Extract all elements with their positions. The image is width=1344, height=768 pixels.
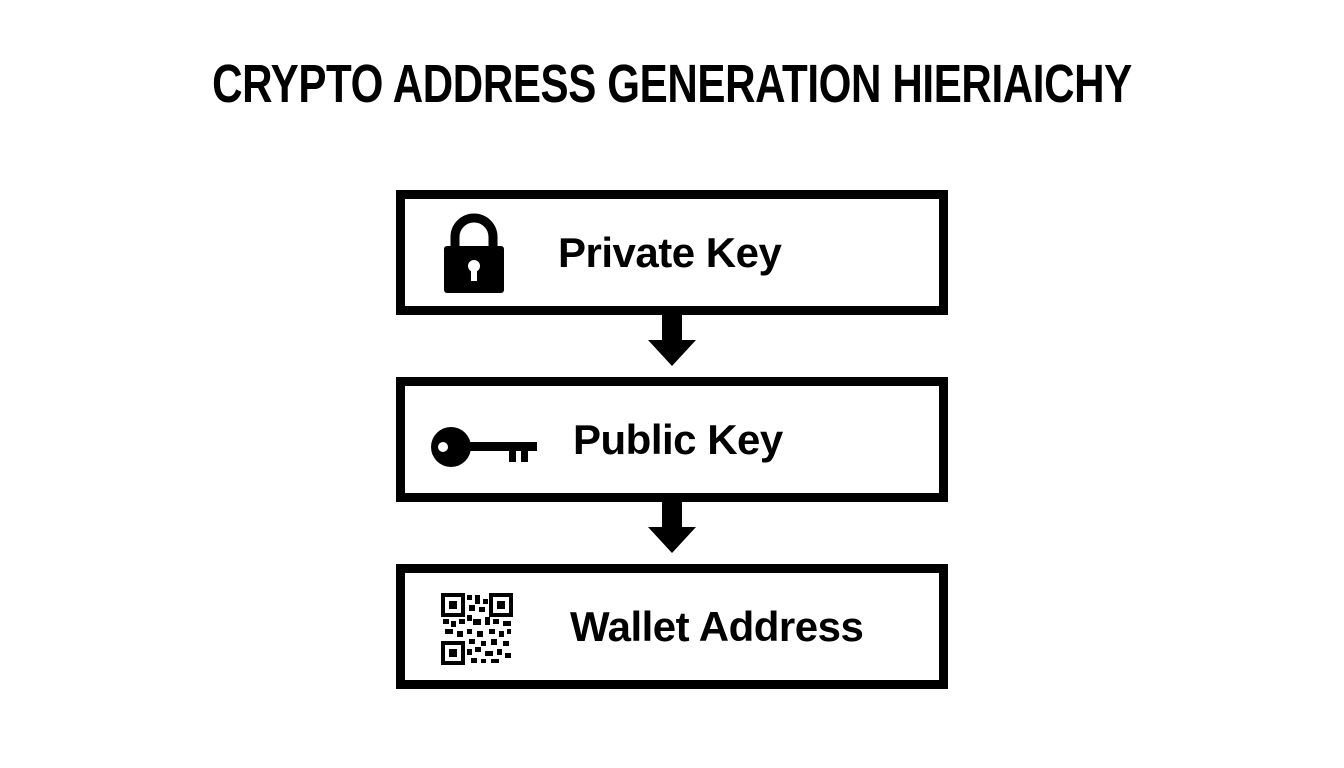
lock-icon [444, 213, 504, 293]
arrow-down-icon [648, 313, 696, 366]
qr-code-icon [441, 593, 513, 665]
private-key-label: Private Key [558, 228, 782, 276]
public-key-label: Public Key [573, 415, 783, 463]
key-icon [431, 427, 537, 467]
diagram-title: CRYPTO ADDRESS GENERATION HIERIAICHY [212, 54, 1132, 114]
wallet-address-label: Wallet Address [570, 602, 864, 650]
private-key-node: Private Key [396, 190, 948, 315]
arrow-down-icon [648, 500, 696, 553]
public-key-node: Public Key [396, 377, 948, 502]
wallet-address-node: Wallet Address [396, 564, 948, 689]
